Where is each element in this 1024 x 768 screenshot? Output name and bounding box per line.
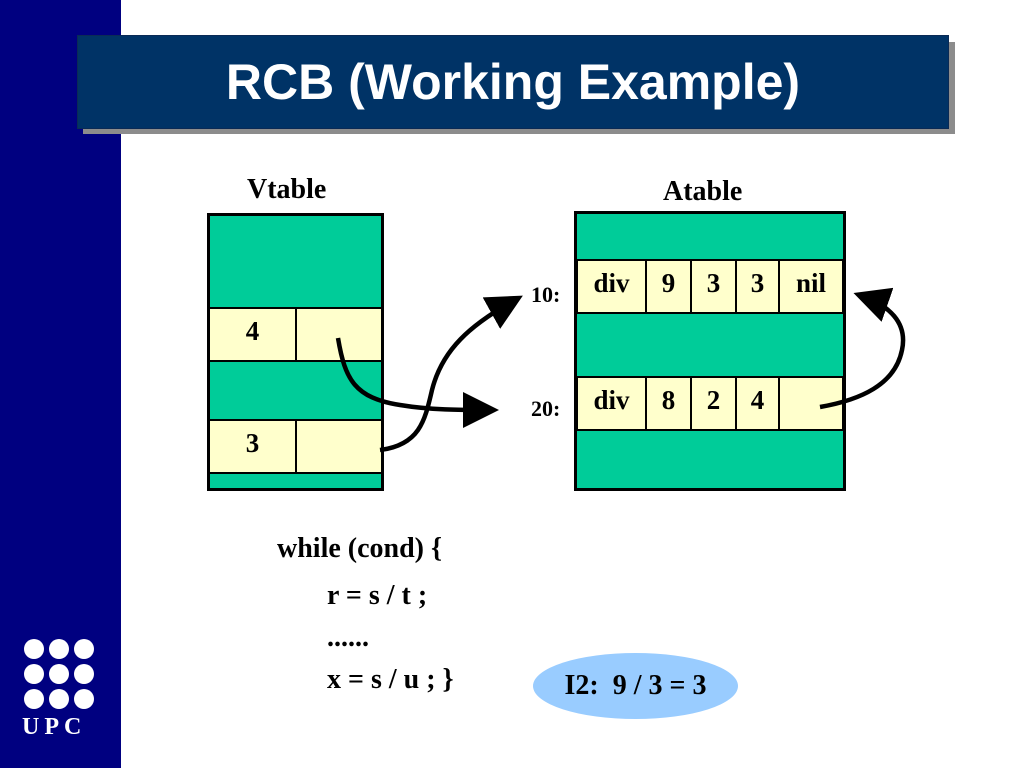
- atable-cell: 2: [692, 378, 737, 429]
- arrow-vtable-3-to-row-10: [379, 295, 523, 453]
- vtable-cell-value: 4: [210, 309, 297, 360]
- vtable-cell-value: 3: [210, 421, 297, 472]
- code-line: r = s / t ;: [327, 580, 428, 611]
- atable-cell: 3: [737, 261, 780, 312]
- slide-title: RCB (Working Example): [225, 54, 801, 110]
- atable-row: div 9 3 3 nil: [576, 259, 844, 314]
- title-bar: RCB (Working Example): [77, 35, 949, 129]
- atable-label: Atable: [663, 176, 743, 207]
- code-line: x = s / u ; }: [327, 664, 454, 695]
- arrow-vtable-4-to-row-20: [335, 337, 499, 428]
- atable-cell: 4: [737, 378, 780, 429]
- atable-cell: div: [578, 261, 647, 312]
- atable-address: 10:: [531, 282, 561, 307]
- atable-address: 20:: [531, 396, 561, 421]
- atable-cell: nil: [795, 268, 827, 298]
- vtable-label: Vtable: [247, 174, 327, 205]
- code-line: ......: [327, 622, 369, 653]
- atable-cell: 9: [647, 261, 692, 312]
- atable-box: [574, 211, 846, 491]
- atable-cell: 3: [692, 261, 737, 312]
- atable-cell: div: [578, 378, 647, 429]
- arrow-row-20-to-row-10: [819, 287, 906, 410]
- result-bubble: I2: 9 / 3 = 3: [533, 653, 738, 719]
- code-line: while (cond) {: [277, 533, 443, 564]
- atable-cell: 8: [647, 378, 692, 429]
- upc-logo-text: UPC: [22, 714, 87, 740]
- atable-row: div 8 2 4: [576, 376, 844, 431]
- vtable-row: 4: [208, 307, 383, 362]
- vtable-row: 3: [208, 419, 383, 474]
